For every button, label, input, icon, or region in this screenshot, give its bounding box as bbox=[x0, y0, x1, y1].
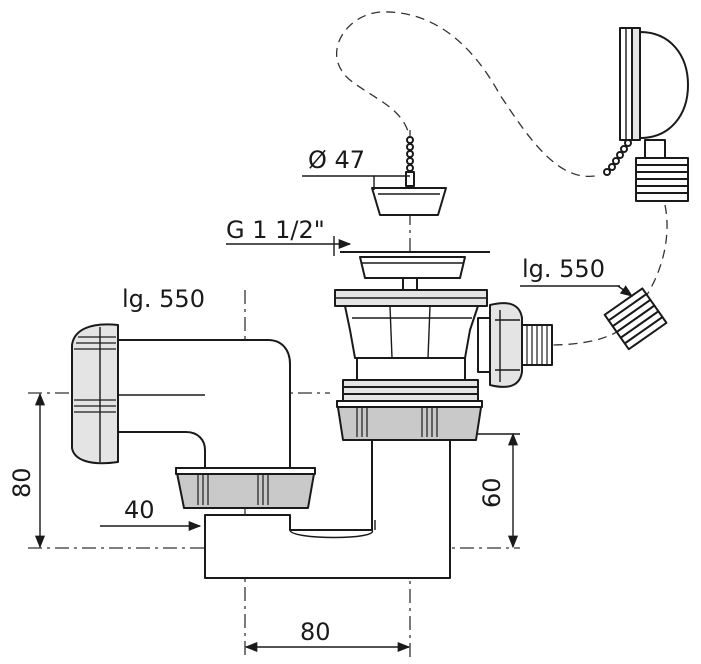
label-thread-size: G 1 1/2" bbox=[226, 216, 325, 244]
label-height-left: 80 bbox=[8, 467, 36, 498]
label-inlet-offset: 40 bbox=[124, 496, 155, 524]
label-chain-length-left: lg. 550 bbox=[122, 285, 205, 313]
overflow-inlet bbox=[477, 302, 553, 388]
label-height-right: 60 bbox=[478, 477, 506, 508]
drain-plug bbox=[371, 187, 447, 216]
overflow-hose-dashed-lower bbox=[549, 329, 621, 346]
overflow-cover bbox=[603, 27, 689, 202]
label-plug-diameter: Ø 47 bbox=[308, 146, 365, 174]
label-chain-length-right: lg. 550 bbox=[522, 255, 605, 283]
chain-beads bbox=[405, 136, 415, 187]
siphon-body bbox=[204, 289, 488, 579]
overflow-chain bbox=[603, 139, 632, 176]
label-offset-bottom: 80 bbox=[300, 618, 331, 646]
chain-path-dashed bbox=[336, 11, 601, 178]
dim-leader-diameter bbox=[302, 175, 375, 190]
strainer-grate bbox=[340, 251, 490, 291]
overflow-hose-dashed bbox=[644, 204, 668, 299]
wall-outlet-elbow bbox=[71, 323, 316, 509]
hose-end-ribbed bbox=[603, 287, 668, 351]
